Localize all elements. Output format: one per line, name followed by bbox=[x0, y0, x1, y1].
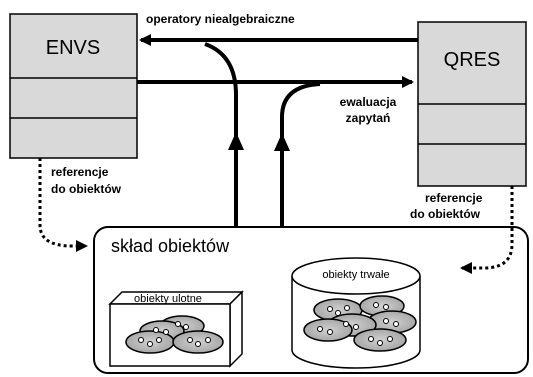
object-store-title: skład obiektów bbox=[111, 236, 230, 256]
envs-references-label-line1: referencje bbox=[51, 165, 109, 179]
volatile-objects-box: obiekty ulotne bbox=[108, 290, 244, 368]
envs-references-arrow bbox=[38, 158, 88, 252]
arrowhead-left bbox=[228, 132, 244, 150]
envs-stack: ENVS bbox=[9, 13, 138, 159]
qres-stack: QRES bbox=[417, 21, 527, 187]
envs-references-label-line2: do obiektów bbox=[51, 182, 122, 196]
envs-label: ENVS bbox=[46, 37, 100, 59]
store-to-operators-arrow bbox=[204, 42, 238, 227]
volatile-object-dots bbox=[138, 321, 211, 347]
persistent-object-dots bbox=[317, 302, 399, 346]
persistent-objects-label: obiekty trwałe bbox=[322, 269, 389, 281]
qres-label: QRES bbox=[444, 49, 501, 71]
evaluation-label-line2: zapytań bbox=[346, 111, 391, 125]
operators-label: operatory niealgebraiczne bbox=[146, 12, 295, 26]
store-to-evaluation-arrow bbox=[280, 82, 321, 227]
qres-references-label-line2: do obiektów bbox=[410, 207, 481, 221]
qres-references-label-line1: referencje bbox=[425, 191, 483, 205]
arrowhead-right bbox=[274, 133, 290, 151]
volatile-object-cluster bbox=[125, 315, 224, 354]
persistent-objects-cylinder: obiekty trwałe bbox=[291, 257, 421, 369]
volatile-objects-label: obiekty ulotne bbox=[134, 293, 202, 305]
evaluation-label-line1: ewaluacja bbox=[340, 95, 397, 109]
